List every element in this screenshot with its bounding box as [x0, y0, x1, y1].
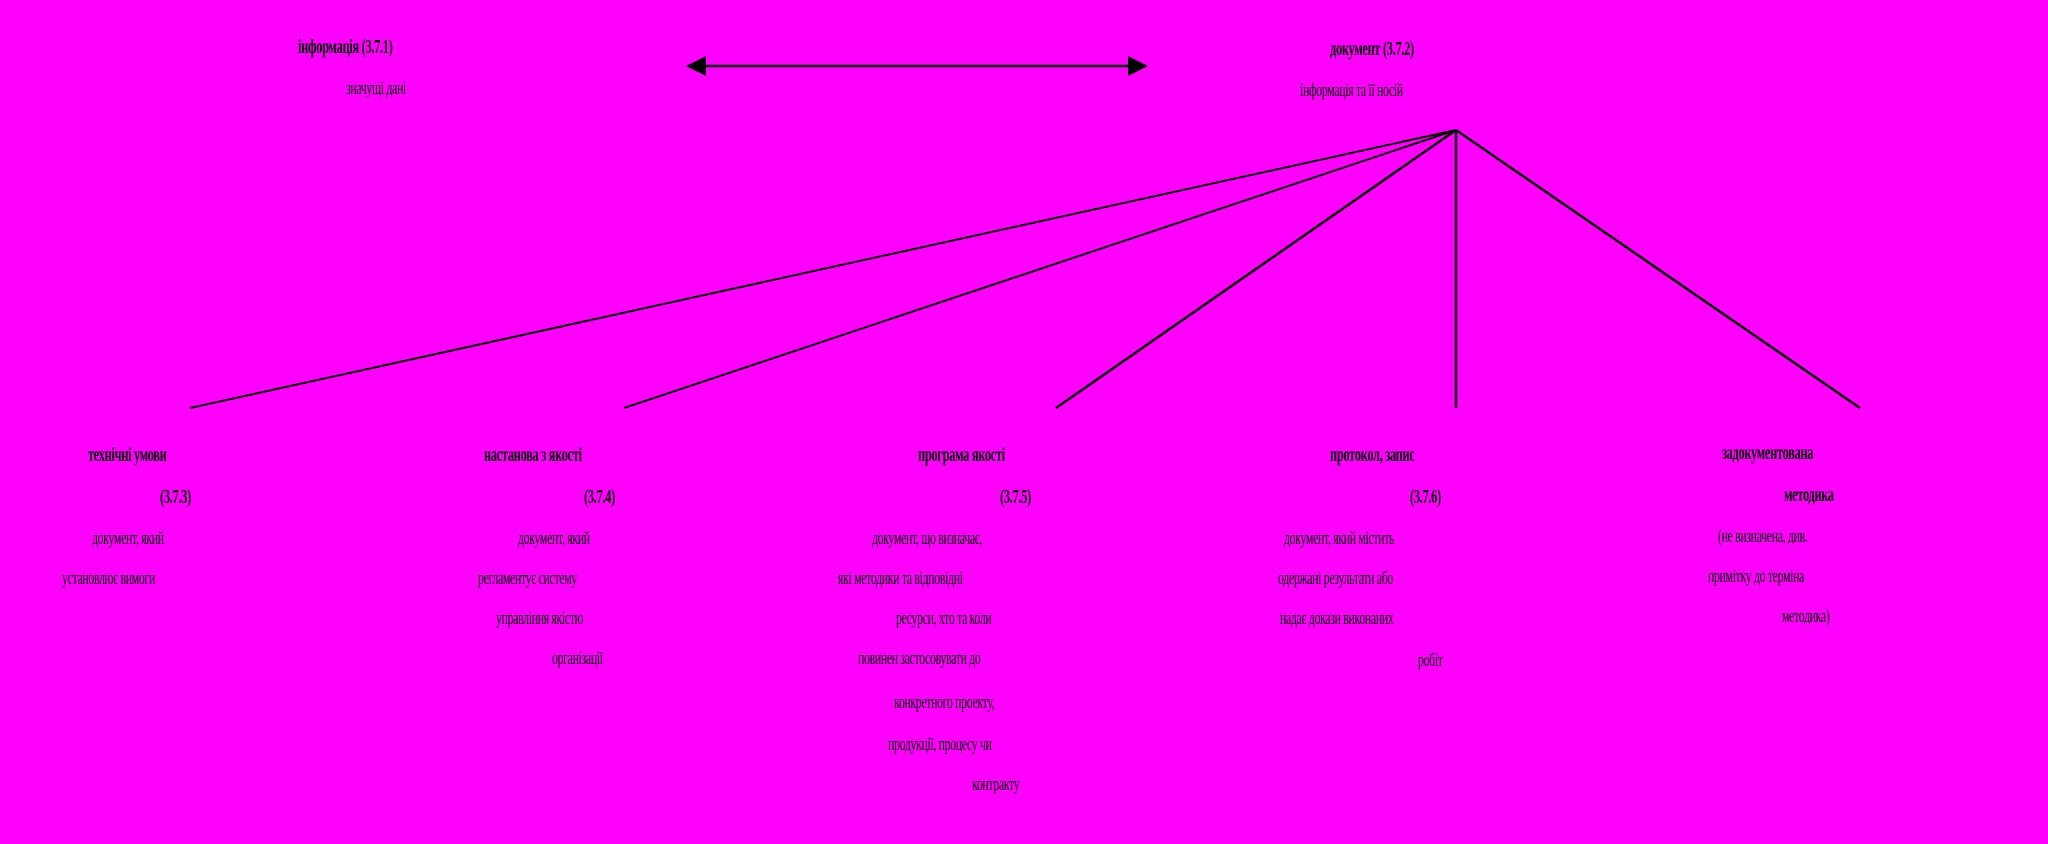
connector-line-quality-plan	[1055, 128, 1457, 410]
document-title: документ (3.7.2)	[1330, 38, 1414, 60]
technical-conditions-text-2: установлює вимоги	[62, 568, 155, 589]
documented-procedure-text-3: методика)	[1782, 606, 1830, 627]
documented-procedure-text-2: примітку до терміна	[1708, 566, 1805, 587]
record-title: протокол, запис	[1330, 444, 1415, 466]
technical-conditions-text-1: документ, який	[92, 528, 164, 549]
quality-manual-text-3: управління якістю	[496, 608, 584, 629]
record-number: (3.7.6)	[1410, 486, 1441, 508]
documented-procedure-title: задокументована	[1722, 442, 1814, 464]
quality-manual-text-4: організації	[552, 648, 603, 669]
record-text-1: документ, який містить	[1284, 528, 1395, 549]
documented-procedure-subtitle: методика	[1784, 484, 1834, 506]
documented-procedure-text-1: (не визначена, див.	[1718, 526, 1808, 547]
quality-plan-title: програма якості	[918, 444, 1005, 466]
record-text-4: робіт	[1418, 650, 1443, 671]
quality-manual-text-2: регламентує систему	[478, 568, 577, 589]
information-subtitle: значущі дані	[346, 78, 406, 99]
connector-line-documented-procedure	[1455, 128, 1861, 410]
technical-conditions-number: (3.7.3)	[160, 486, 191, 508]
quality-plan-text-5: конкретного проекту,	[894, 692, 995, 713]
information-title: інформація (3.7.1)	[298, 36, 393, 58]
quality-plan-number: (3.7.5)	[1000, 486, 1031, 508]
quality-manual-title: настанова з якості	[484, 444, 582, 466]
quality-plan-text-3: ресурси, хто та коли	[896, 608, 992, 629]
technical-conditions-title: технічні умови	[88, 444, 167, 466]
quality-plan-text-7: контракту	[972, 774, 1020, 795]
quality-plan-text-4: повинен застосовувати до	[858, 648, 981, 669]
quality-manual-text-1: документ, який	[518, 528, 590, 549]
record-text-2: одержані результати або	[1278, 568, 1393, 589]
quality-manual-number: (3.7.4)	[584, 486, 615, 508]
connector-line-technical-conditions	[189, 129, 1457, 409]
connector-line-quality-manual	[623, 129, 1457, 409]
quality-plan-text-1: документ, що визначає,	[872, 528, 983, 549]
document-subtitle: інформація та її носій	[1300, 80, 1403, 101]
record-text-3: надає докази виконаних	[1280, 608, 1394, 629]
quality-plan-text-2: які методики та відповідні	[838, 568, 963, 589]
quality-plan-text-6: продукції, процесу чи	[888, 734, 992, 755]
